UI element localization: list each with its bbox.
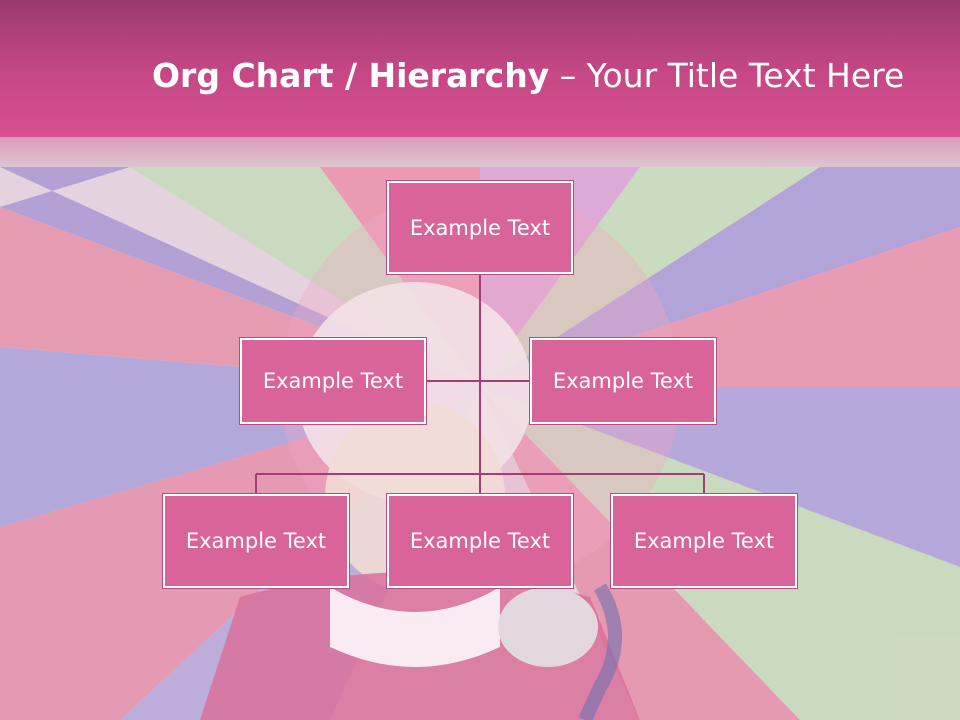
title-rest-part: – Your Title Text Here [549,56,905,95]
org-node-assistant-right[interactable]: Example Text [529,337,717,425]
org-node-root[interactable]: Example Text [386,180,574,275]
org-node-child-1[interactable]: Example Text [162,493,350,589]
slide-title[interactable]: Org Chart / Hierarchy – Your Title Text … [152,54,904,98]
header-bar [0,0,960,137]
org-node-assistant-left[interactable]: Example Text [239,337,427,425]
org-node-child-2[interactable]: Example Text [386,493,574,589]
header-accent-band [0,137,960,167]
title-bold-part: Org Chart / Hierarchy [152,56,550,95]
org-node-child-3[interactable]: Example Text [610,493,798,589]
